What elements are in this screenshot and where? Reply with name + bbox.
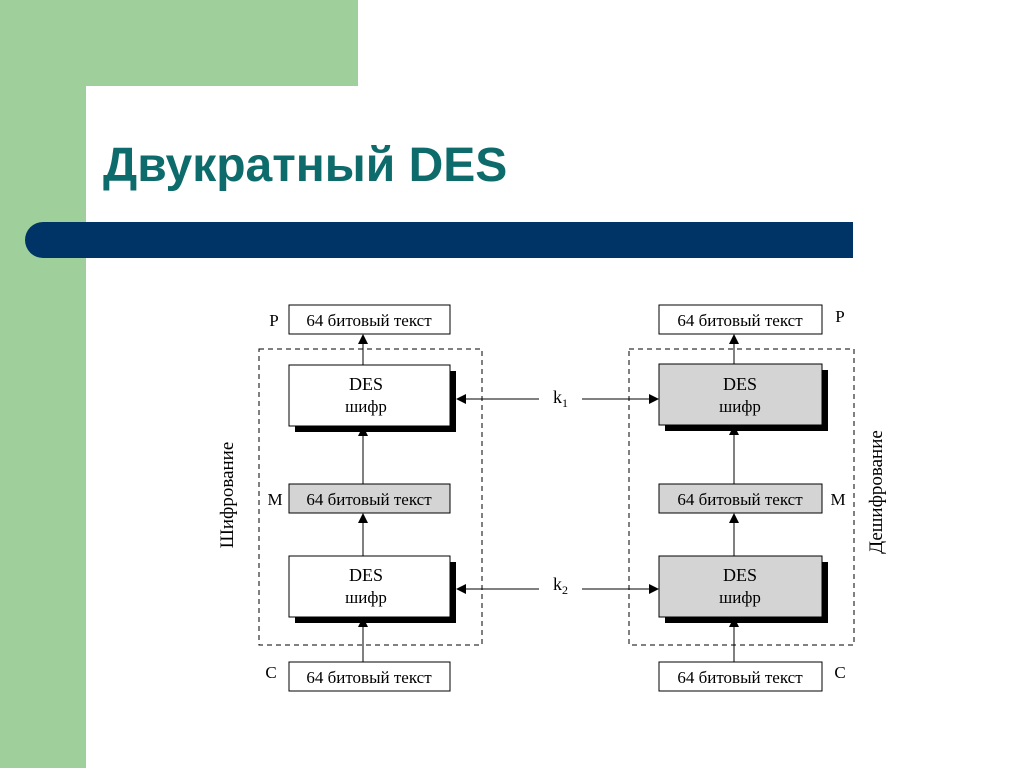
encrypt-bottom-text: 64 битовый текст xyxy=(306,668,432,687)
decorative-green-strip xyxy=(0,0,86,768)
encrypt-top-text: 64 битовый текст xyxy=(306,311,432,330)
encrypt-top-letter: P xyxy=(269,311,278,330)
encrypt-top-text-box xyxy=(288,304,451,335)
decrypt-top-text-box xyxy=(658,304,823,335)
decorative-green-top xyxy=(0,0,358,86)
decrypt-des1-line1: DES xyxy=(723,374,757,394)
encrypt-mid-letter: M xyxy=(267,490,282,509)
decrypt-mid-text: 64 битовый текст xyxy=(677,490,803,509)
encrypt-des2-box xyxy=(288,555,451,618)
encrypt-des2-line1: DES xyxy=(349,565,383,585)
decrypt-des2-box xyxy=(658,555,823,618)
decrypt-bottom-letter: C xyxy=(834,663,845,682)
encrypt-dashed-frame xyxy=(258,348,483,646)
decrypt-des2-line1: DES xyxy=(723,565,757,585)
decrypt-des1-line2: шифр xyxy=(719,397,761,416)
decrypt-bottom-text: 64 битовый текст xyxy=(677,668,803,687)
decrypt-top-text: 64 битовый текст xyxy=(677,311,803,330)
decrypt-mid-text-box xyxy=(658,483,823,514)
encrypt-des1-box xyxy=(288,364,451,427)
key-1-label: k1 xyxy=(553,387,568,410)
encrypt-des1-line2: шифр xyxy=(345,397,387,416)
decrypt-dashed-frame xyxy=(628,348,855,646)
encrypt-bottom-letter: C xyxy=(265,663,276,682)
encrypt-mid-text: 64 битовый текст xyxy=(306,490,432,509)
encrypt-des2-line2: шифр xyxy=(345,588,387,607)
encrypt-des1-line1: DES xyxy=(349,374,383,394)
decrypt-top-letter: P xyxy=(835,307,844,326)
decrypt-mid-letter: M xyxy=(830,490,845,509)
slide-title: Двукратный DES xyxy=(103,139,508,192)
decrypt-des2-line2: шифр xyxy=(719,588,761,607)
key-2-label: k2 xyxy=(553,574,568,597)
encrypt-side-label: Шифрование xyxy=(217,442,238,549)
decrypt-bottom-text-box xyxy=(658,661,823,692)
encrypt-bottom-text-box xyxy=(288,661,451,692)
decrypt-des1-box xyxy=(658,363,823,426)
decrypt-side-label: Дешифрование xyxy=(866,430,887,554)
content-panel xyxy=(86,86,1024,768)
title-underline-bar xyxy=(25,222,853,258)
encrypt-mid-text-box xyxy=(288,483,451,514)
